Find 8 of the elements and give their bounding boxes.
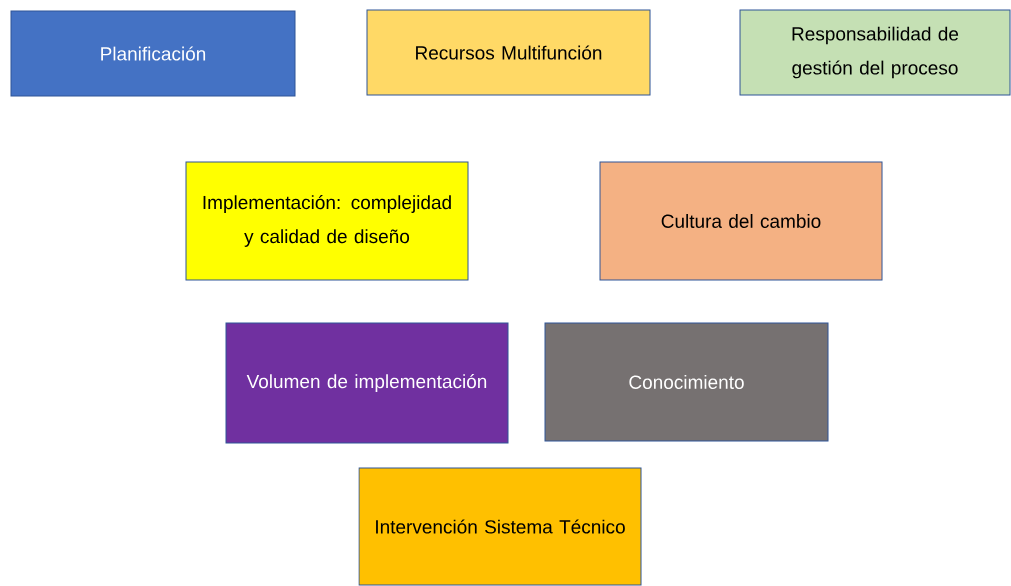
text-box: Responsabilidad de gestión del proceso bbox=[739, 9, 1011, 96]
text-box: Volumen de implementación bbox=[225, 322, 509, 444]
text-box: Recursos Multifunción bbox=[366, 9, 651, 96]
text-box: Cultura del cambio bbox=[599, 161, 883, 281]
text-box: Implementación: complejidad y calidad de diseño bbox=[185, 161, 469, 281]
text-box: Intervención Sistema Técnico bbox=[358, 467, 642, 586]
text-box: Conocimiento bbox=[544, 322, 829, 442]
text-box: Planificación bbox=[10, 10, 296, 97]
